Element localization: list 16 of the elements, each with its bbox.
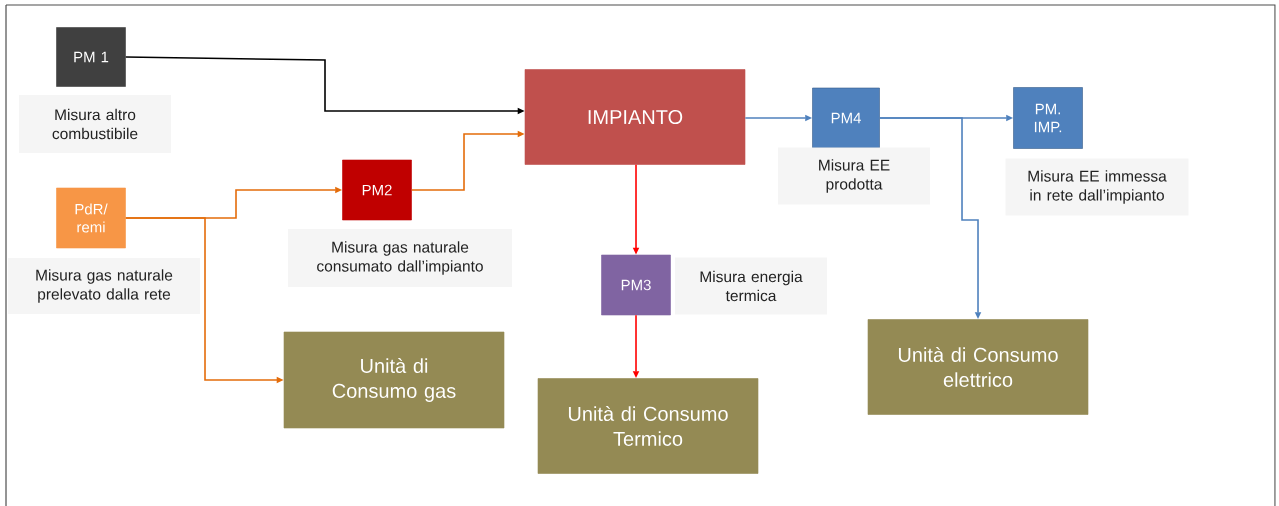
meter-box: PM 1	[56, 27, 126, 87]
caption-box: Misura gas naturale consumato dall’impianto	[288, 229, 512, 287]
consumer-box: Unità di Consumo gas	[283, 331, 505, 429]
meter-box: PdR/ remi	[56, 187, 126, 249]
consumer-box: Unità di Consumo Termico	[537, 378, 759, 474]
plant-box: IMPIANTO	[524, 69, 746, 165]
caption-box: Misura energia termica	[675, 257, 827, 315]
meter-box: PM4	[812, 87, 880, 149]
consumer-box: Unità di Consumo elettrico	[867, 319, 1089, 415]
caption-box: Misura altro combustibile	[19, 95, 171, 153]
meter-box: PM. IMP.	[1013, 87, 1083, 149]
caption-box: Misura EE prodotta	[778, 147, 930, 205]
meter-box: PM2	[342, 159, 412, 221]
caption-box: Misura gas naturale prelevato dalla rete	[8, 258, 200, 314]
meter-box: PM3	[601, 254, 671, 316]
caption-box: Misura EE immessa in rete dall’impianto	[1005, 158, 1189, 216]
